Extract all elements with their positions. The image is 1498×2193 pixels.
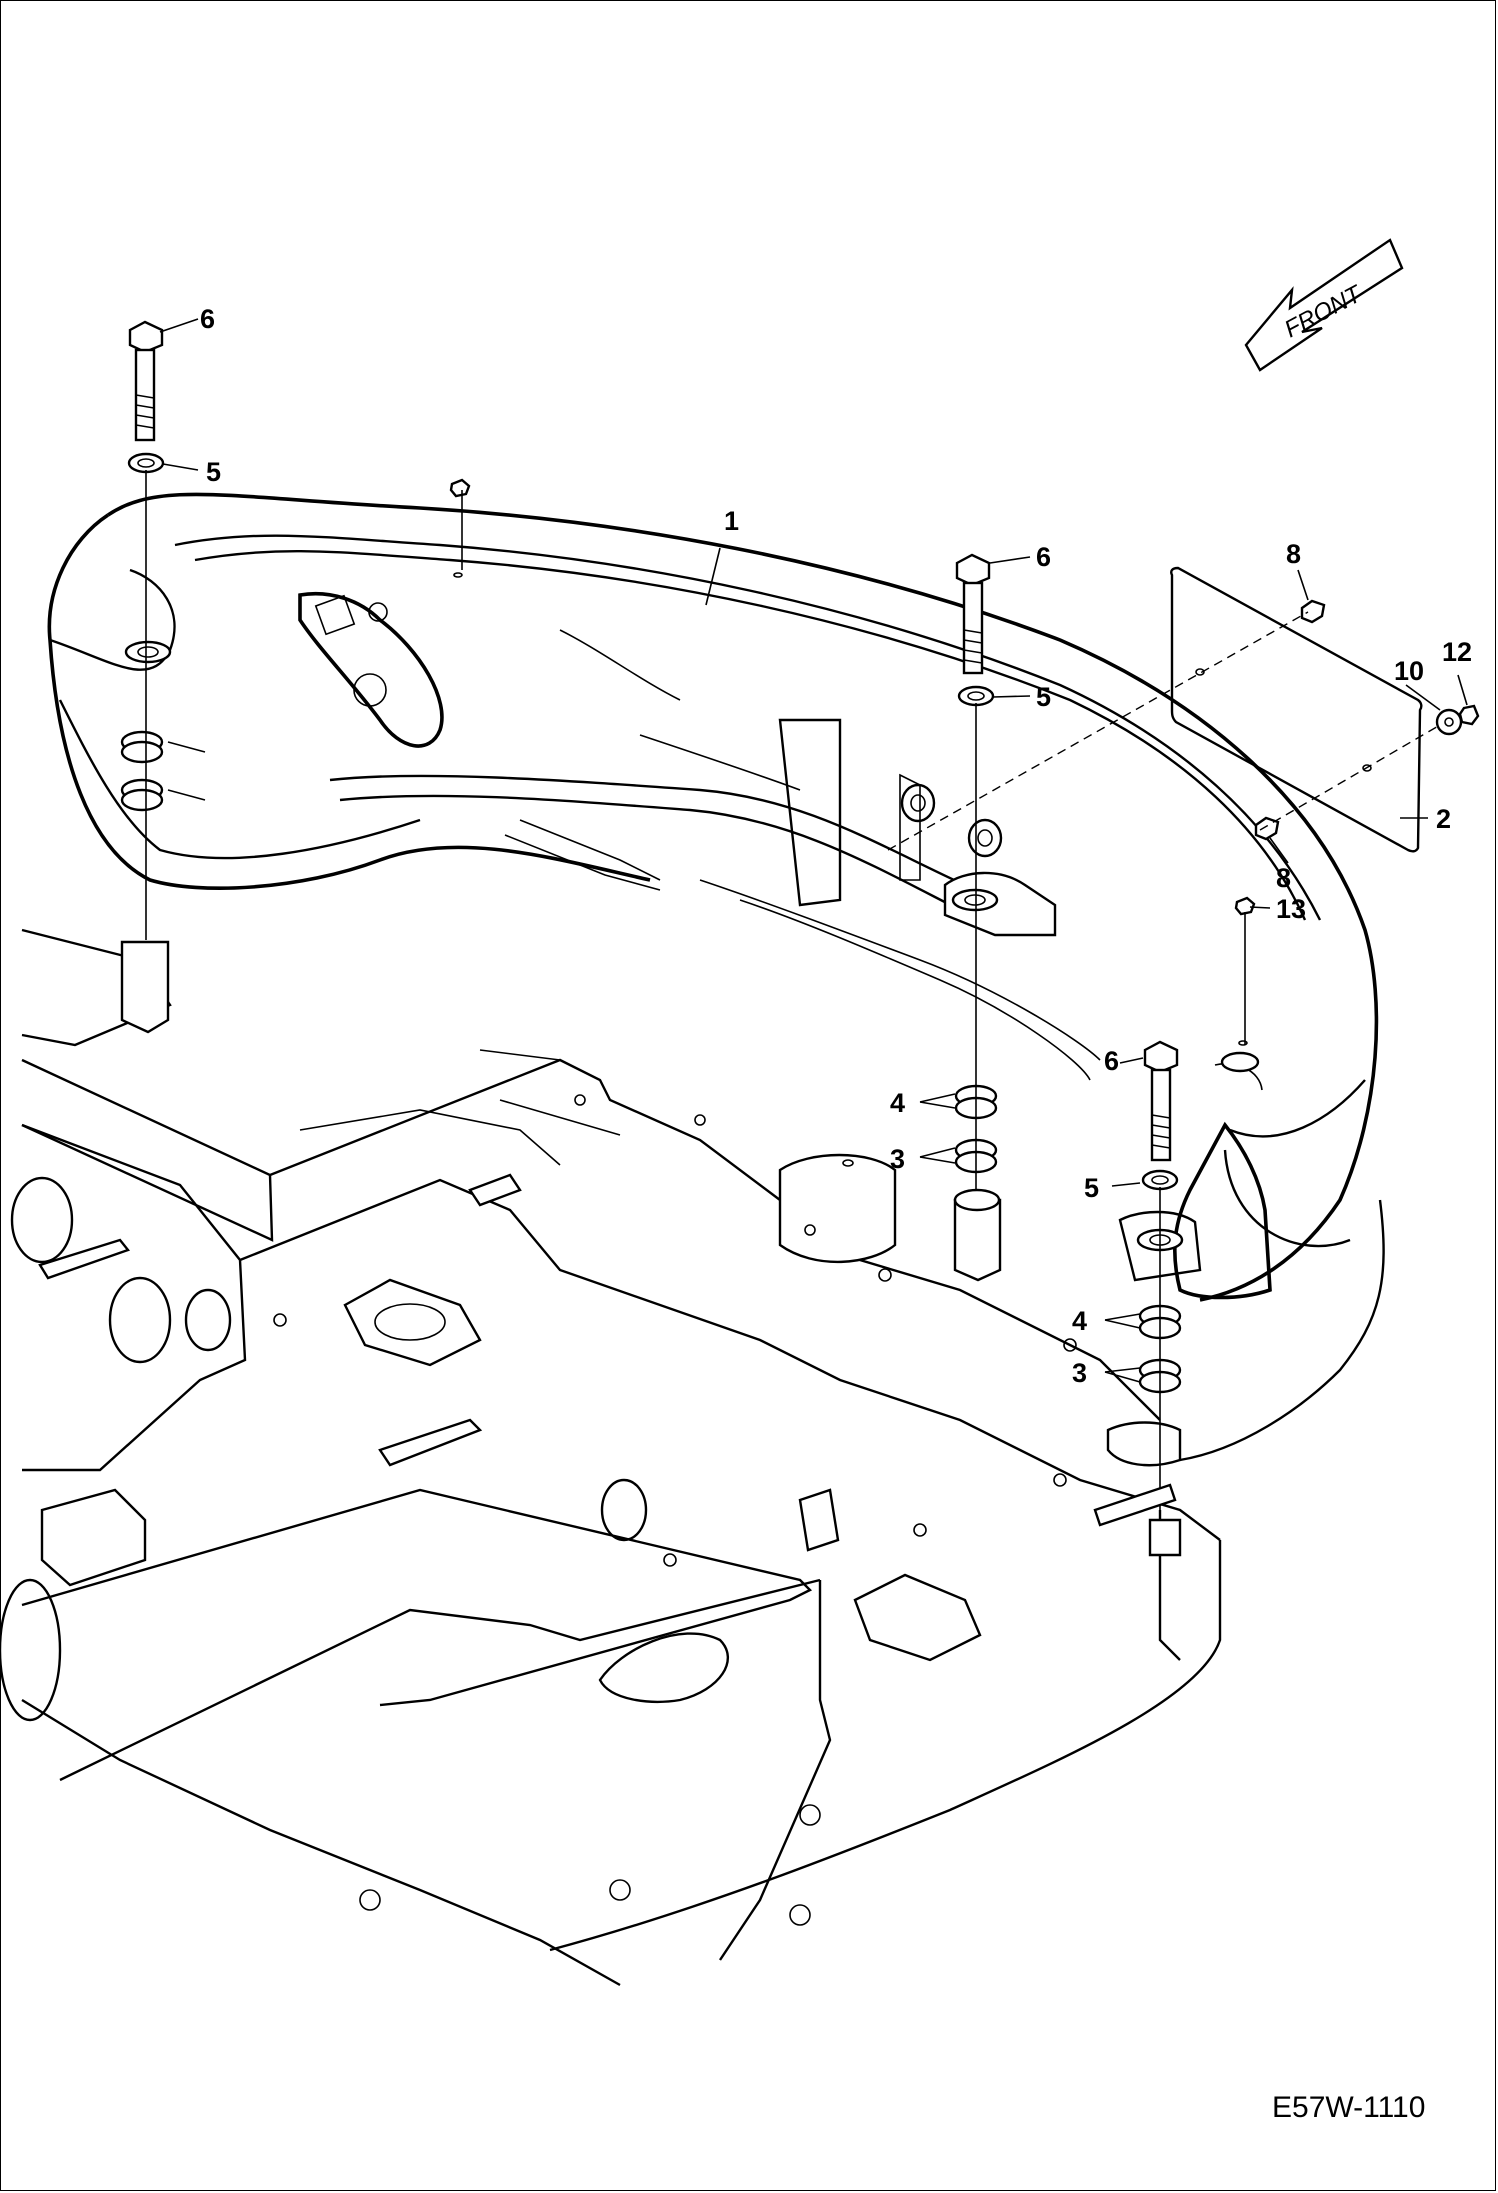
cover-plate: [1170, 566, 1423, 853]
bolt-left: [128, 320, 164, 442]
alignment-lines: [145, 470, 1441, 1515]
callout-6-right: 6: [1104, 1046, 1119, 1076]
rubber-mounts: [120, 730, 1182, 1394]
small-fasteners: [449, 478, 1480, 916]
callout-5-left: 5: [206, 457, 221, 487]
washers: [127, 452, 1179, 1191]
callout-labels: 6 5 6 5 1 8 10 12 2 8 13 6 4 3 5 4 3: [200, 304, 1472, 1388]
callout-6-center: 6: [1036, 542, 1051, 572]
callout-8-bottom: 8: [1276, 863, 1291, 893]
callout-3-right: 3: [1072, 1358, 1087, 1388]
callout-1: 1: [724, 506, 739, 536]
leader-lines: [159, 318, 1468, 1383]
bolt-right: [1143, 1040, 1179, 1162]
callout-13: 13: [1276, 894, 1306, 924]
front-direction-arrow: FRONT: [1244, 238, 1404, 372]
callout-5-center: 5: [1036, 682, 1051, 712]
callout-4-center: 4: [890, 1088, 905, 1118]
callout-5-right: 5: [1084, 1173, 1099, 1203]
callout-12: 12: [1442, 637, 1472, 667]
machine-frame: [0, 928, 1222, 1987]
counterweight: [47, 492, 1385, 1467]
callout-4-right: 4: [1072, 1306, 1087, 1336]
drawing-id: E57W-1110: [1272, 2091, 1425, 2124]
callout-2: 2: [1436, 804, 1451, 834]
callout-10: 10: [1394, 656, 1424, 686]
callout-3-center: 3: [890, 1144, 905, 1174]
callout-8-top: 8: [1286, 539, 1301, 569]
bolt-center: [955, 553, 991, 675]
callout-6-left: 6: [200, 304, 215, 334]
